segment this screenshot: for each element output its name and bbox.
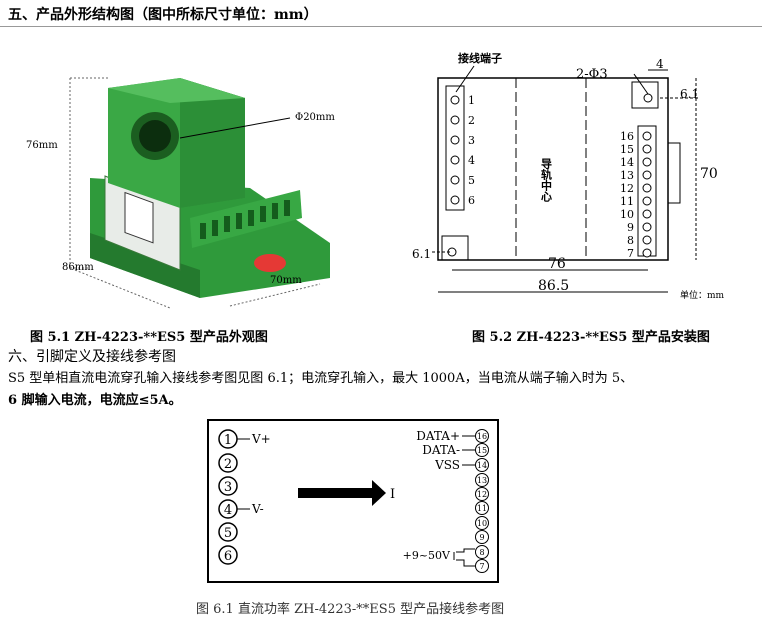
wiring-right-pin: 12 — [477, 490, 487, 499]
dim-70: 70 — [700, 166, 718, 182]
photo-width-label: 86mm — [62, 262, 94, 273]
dim-6-1-top: 6.1 — [680, 87, 699, 101]
photo-height-label: 76mm — [26, 140, 58, 151]
wiring-right-pin: 13 — [477, 476, 487, 485]
wiring-outline — [207, 419, 499, 583]
mount-left-pin: 6 — [468, 194, 475, 207]
top-rule — [0, 26, 762, 27]
mount-right-pin: 15 — [620, 143, 634, 156]
section6-title: 六、引脚定义及接线参考图 — [8, 349, 176, 365]
wiring-right-pin: 11 — [477, 504, 487, 513]
mount-right-pin: 11 — [620, 195, 634, 208]
mount-left-pin: 2 — [468, 114, 475, 127]
wiring-right-pin: 16 — [477, 432, 487, 441]
mount-hole-bottom — [441, 235, 469, 261]
label-v-minus: V- — [251, 502, 264, 516]
label-data-plus: DATA+ — [416, 429, 460, 443]
dim-76: 76 — [548, 256, 566, 272]
wiring-left-pin: 4 — [224, 503, 232, 518]
wiring-left-pin: 6 — [224, 549, 232, 564]
mount-left-pin: 3 — [468, 134, 475, 147]
mount-right-pin: 7 — [627, 247, 634, 260]
wiring-left-pin: 1 — [224, 433, 232, 448]
mounting-drawing: 1 2 3 4 5 6 导轨中心 16 15 14 13 12 11 10 9 … — [412, 51, 725, 301]
wiring-left-pin: 2 — [224, 457, 232, 472]
terminal-label: 接线端子 — [458, 51, 502, 65]
wiring-right-pin: 8 — [479, 548, 484, 557]
label-data-minus: DATA- — [422, 443, 460, 457]
fig51-caption: 图 5.1 ZH-4223-**ES5 型产品外观图 — [30, 330, 268, 345]
photo-rail-clip — [254, 254, 286, 272]
product-photo: 76mm 86mm 70mm Φ20mm — [26, 77, 335, 309]
mount-hole-top — [631, 81, 659, 109]
mount-right-pin: 16 — [620, 130, 634, 143]
label-vss: VSS — [434, 458, 460, 472]
unit-label: 单位：mm — [680, 289, 725, 301]
mount-left-pin: 5 — [468, 174, 475, 187]
label-v-plus: V+ — [251, 432, 271, 446]
mount-right-pin: 12 — [620, 182, 634, 195]
current-label: I — [390, 487, 395, 502]
fig61-caption: 图 6.1 直流功率 ZH-4223-**ES5 型产品接线参考图 — [196, 602, 505, 617]
wiring-right-pin: 15 — [477, 446, 487, 455]
mount-right-pin: 9 — [627, 221, 634, 234]
wiring-diagram: 1 2 3 4 5 6 V+ V- I 16 15 14 13 12 11 10… — [207, 419, 499, 583]
section6-para-line2: 6 脚输入电流，电流应≤5A。 — [8, 393, 182, 408]
mount-right-pin: 8 — [627, 234, 634, 247]
mount-left-pin: 4 — [468, 154, 475, 167]
wiring-right-pin: 7 — [479, 562, 484, 571]
label-power: +9~50V — [403, 549, 451, 562]
section6-para-line1: S5 型单相直流电流穿孔输入接线参考图见图 6.1；电流穿孔输入，最大 1000… — [8, 371, 634, 386]
section5-title: 五、产品外形结构图（图中所标尺寸单位：mm） — [8, 7, 318, 23]
wiring-right-pin: 9 — [479, 533, 484, 542]
dim-4: 4 — [656, 57, 664, 71]
mount-right-pin: 13 — [620, 169, 634, 182]
mount-hole-label: 2-Φ3 — [576, 67, 608, 82]
photo-depth-label: 70mm — [270, 275, 302, 286]
wiring-right-pin: 14 — [477, 461, 487, 470]
dim-86-5: 86.5 — [538, 278, 569, 294]
mount-right-pin: 10 — [620, 208, 634, 221]
photo-hole-label: Φ20mm — [295, 112, 335, 123]
rail-center-label: 导轨中心 — [540, 158, 553, 203]
dim-6-1-left: 6.1 — [412, 247, 431, 261]
fig52-caption: 图 5.2 ZH-4223-**ES5 型产品安装图 — [472, 330, 710, 345]
mount-left-strip — [445, 85, 465, 211]
mount-right-pin: 14 — [620, 156, 634, 169]
mount-left-pin: 1 — [468, 94, 475, 107]
wiring-left-pin: 3 — [224, 480, 232, 495]
current-arrow — [298, 488, 374, 498]
wiring-left-pin: 5 — [224, 526, 232, 541]
wiring-right-pin: 10 — [477, 519, 487, 528]
